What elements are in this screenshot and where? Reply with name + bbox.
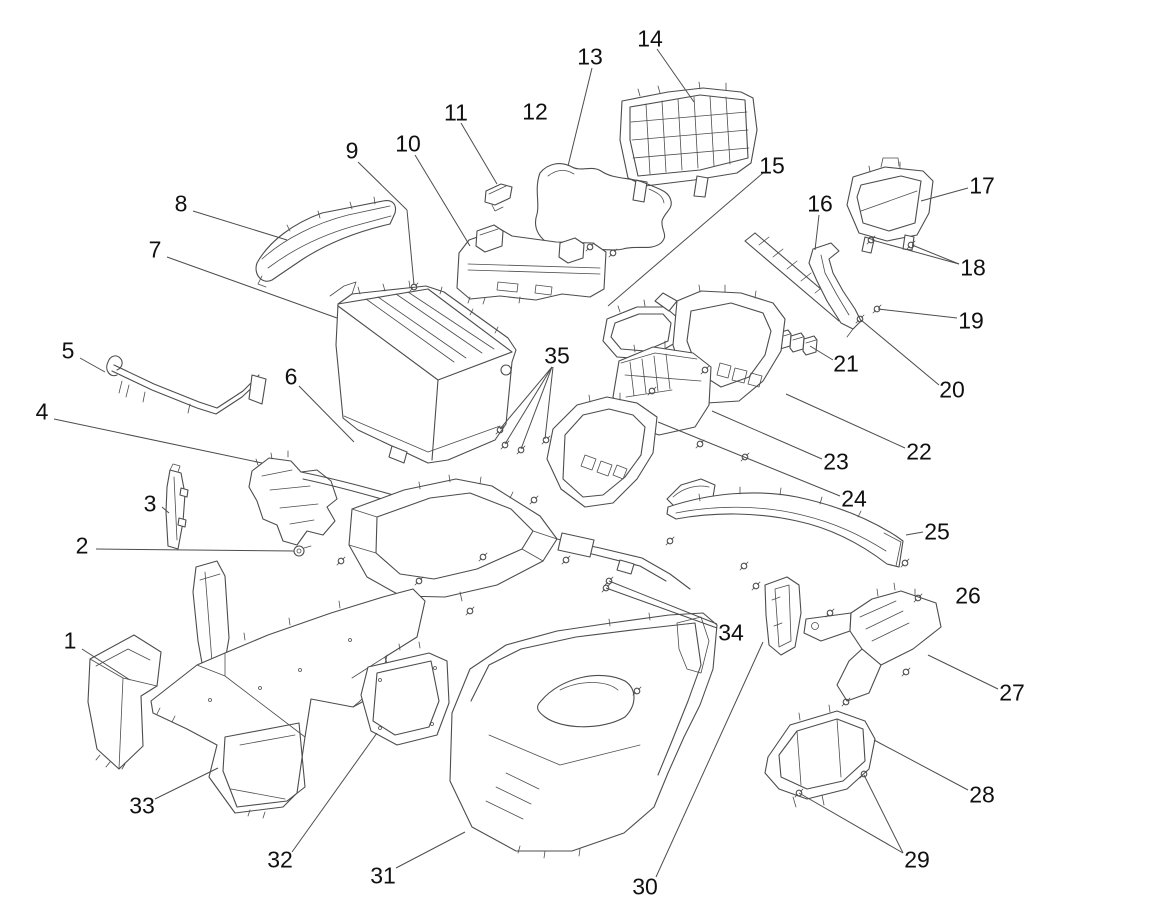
leader-line-29 [863, 774, 904, 854]
callout-9: 9 [345, 137, 359, 164]
callout-12: 12 [522, 98, 548, 125]
leader-line-5 [79, 357, 106, 373]
leader-line-33 [154, 767, 219, 800]
part-32-side-panel [360, 641, 450, 746]
callout-17: 17 [969, 172, 995, 199]
leader-line-2 [95, 548, 295, 552]
part-1-corner-panel [87, 634, 162, 770]
callout-5: 5 [61, 337, 75, 364]
leader-line-6 [298, 385, 355, 443]
callout-21: 21 [833, 350, 859, 377]
leader-line-23 [711, 410, 823, 460]
callout-24: 24 [841, 485, 867, 512]
leader-line-29 [798, 792, 904, 854]
part-8-pad [255, 196, 397, 288]
callout-10: 10 [395, 130, 421, 157]
leader-line-34 [608, 580, 718, 625]
part-7-console-box [329, 280, 517, 464]
leader-line-18 [871, 239, 960, 265]
callout-14: 14 [637, 25, 663, 52]
leader-line-32 [291, 732, 378, 853]
leader-line-27 [927, 654, 999, 690]
leader-line-19 [877, 308, 958, 319]
callout-28: 28 [969, 781, 995, 808]
callout-20: 20 [939, 376, 965, 403]
leader-line-11 [460, 122, 498, 185]
leader-line-30 [655, 641, 764, 878]
leader-line-14 [656, 48, 695, 103]
support-brace [744, 232, 850, 322]
callout-7: 7 [148, 236, 162, 263]
part-14-grille-panel [619, 81, 758, 203]
leader-line-24 [657, 421, 841, 497]
callout-29: 29 [904, 846, 930, 873]
callout-32: 32 [267, 846, 293, 873]
part-33-floor-panel [150, 560, 426, 819]
callout-18: 18 [960, 254, 986, 281]
part-28-storage-bin [764, 704, 876, 808]
leader-line-13 [567, 67, 593, 167]
callout-27: 27 [999, 679, 1025, 706]
callout-16: 16 [807, 190, 833, 217]
callout-22: 22 [906, 438, 932, 465]
callout-35: 35 [544, 342, 570, 369]
callout-1: 1 [63, 627, 77, 654]
leader-line-16 [814, 214, 820, 251]
part-2-grommet [293, 545, 312, 557]
leader-line-18 [911, 244, 960, 265]
leader-line-34 [605, 587, 718, 629]
part-3-trim-strip [165, 463, 189, 550]
part-16-hook-bracket [808, 242, 862, 338]
callout-2: 2 [75, 532, 89, 559]
leader-line-35 [544, 366, 554, 440]
callout-25: 25 [924, 518, 950, 545]
leader-line-28 [873, 739, 969, 791]
leader-line-31 [395, 831, 466, 869]
leader-line-3 [161, 506, 170, 514]
leader-line-8 [192, 210, 288, 241]
part-24-lower-frame [546, 392, 658, 508]
part-27-bracket-panel [803, 582, 942, 702]
callout-11: 11 [444, 99, 468, 126]
part-31-floor-tub [449, 612, 718, 859]
leader-line-35 [520, 366, 553, 450]
callout-34: 34 [718, 619, 744, 646]
leader-line-15 [607, 172, 764, 307]
leader-line-4 [53, 418, 263, 464]
leader-line-9 [357, 161, 408, 211]
callout-13: 13 [577, 43, 603, 70]
callout-26: 26 [955, 582, 981, 609]
leader-line-25 [905, 531, 924, 536]
leader-line-1 [81, 648, 131, 681]
leader-line-7 [166, 256, 338, 319]
part-4-dash-assembly [248, 450, 691, 611]
callout-19: 19 [958, 307, 984, 334]
leader-line-17 [920, 187, 969, 202]
callout-23: 23 [823, 448, 849, 475]
part-10-bracket [456, 224, 607, 305]
part-11-clip [484, 183, 513, 212]
leader-line-35 [504, 366, 553, 445]
callout-6: 6 [284, 363, 298, 390]
leader-line-10 [414, 154, 471, 247]
leader-line-9 [406, 209, 415, 286]
leader-lines [53, 48, 999, 878]
callout-33: 33 [129, 792, 155, 819]
part-17-access-panel [846, 157, 934, 254]
callout-3: 3 [143, 490, 157, 517]
part-30-pillar-trim [764, 576, 802, 656]
leader-line-20 [860, 319, 940, 386]
callout-30: 30 [632, 873, 658, 900]
callout-8: 8 [174, 190, 188, 217]
part-25-rail-molding [666, 486, 904, 568]
callout-31: 31 [370, 862, 396, 889]
callout-15: 15 [759, 152, 785, 179]
part-5-sill-rail [106, 355, 267, 415]
callout-4: 4 [35, 398, 49, 425]
leader-line-22 [785, 393, 906, 449]
leader-line-35 [499, 366, 553, 430]
leader-line-21 [809, 345, 834, 361]
